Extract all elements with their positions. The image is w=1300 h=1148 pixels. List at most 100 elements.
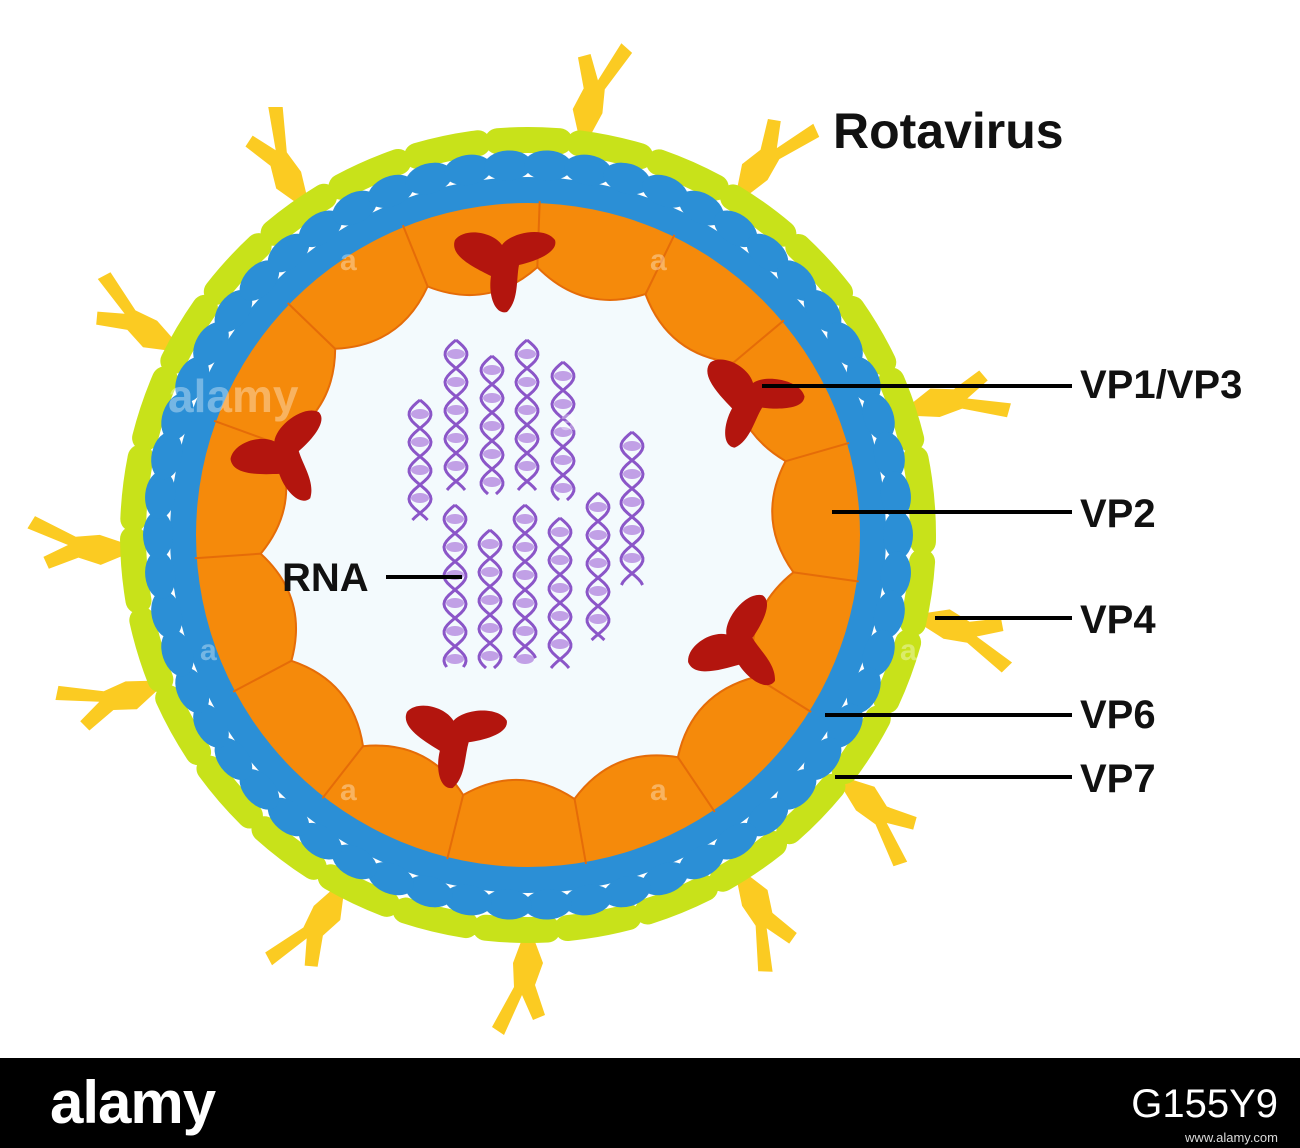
vp2-segment-edge — [787, 570, 859, 583]
vp6-subunit — [161, 393, 194, 441]
rna-helix — [547, 516, 573, 669]
label-vp7: VP7 — [1080, 757, 1156, 801]
vp6-subunit — [880, 471, 911, 519]
vp6-subunit — [642, 862, 688, 896]
vp6-subunit — [564, 884, 612, 916]
vp6-subunit — [484, 150, 532, 181]
vp6-subunit — [746, 797, 789, 837]
vp6-subunit — [193, 322, 229, 367]
vp6-subunit — [873, 431, 905, 480]
vp6-subunit — [846, 356, 881, 403]
vp6-subunit — [642, 174, 688, 208]
label-rna: RNA — [282, 556, 369, 600]
vp6-subunit — [267, 797, 310, 837]
vp6-subunit — [524, 150, 572, 181]
rna-helix — [407, 398, 433, 522]
rna-helix — [443, 338, 469, 491]
vp6-subunit — [143, 511, 173, 559]
vp6-subunit — [603, 162, 651, 195]
vp6-subunit — [405, 162, 453, 195]
vp6-subunit — [746, 233, 789, 273]
vp2-segment-edge — [572, 792, 587, 865]
vp6-subunit — [678, 190, 724, 226]
vp6-subunit — [214, 737, 253, 781]
vp6-subunit — [175, 356, 210, 403]
vp6-subunit — [803, 289, 842, 333]
vp6-subunit — [776, 769, 817, 810]
label-vp6: VP6 — [1080, 693, 1156, 737]
vp2-segment-edge — [321, 740, 368, 799]
vp6-subunit — [827, 322, 863, 367]
vp6-subunit — [151, 431, 183, 480]
vp6-subunit — [405, 875, 453, 908]
vp2-segment-edge — [673, 751, 716, 813]
vp6-subunit — [175, 667, 210, 714]
virus-illustration: Rotavirus RNA VP1/VP3 VP2 VP4 VP6 VP7 al… — [27, 37, 1242, 1035]
footer-bar: alamy G155Y9 www.alamy.com — [0, 1058, 1300, 1148]
vp6-subunit — [678, 844, 724, 880]
vp6-subunit — [880, 551, 911, 599]
vp6-subunit — [161, 629, 194, 677]
vp6-subunit — [862, 629, 895, 677]
vp2-segment-edge — [779, 441, 850, 464]
vp6-subunit — [145, 471, 176, 519]
vp6-subunit — [862, 393, 895, 441]
vp6-subunit — [846, 667, 881, 714]
vp6-subunit — [145, 551, 176, 599]
vp6-subunit — [883, 511, 913, 559]
rna-helix — [619, 430, 645, 586]
vp6-subunit — [603, 875, 651, 908]
label-vp2: VP2 — [1080, 492, 1156, 536]
vp2-segment-edge — [232, 657, 298, 693]
rotavirus-diagram: Rotavirus RNA VP1/VP3 VP2 VP4 VP6 VP7 al… — [27, 37, 1243, 1035]
vp2-segment-edge — [287, 302, 341, 354]
watermark-mark: a — [340, 244, 357, 277]
watermark-mark: a — [650, 774, 667, 807]
vp6-subunit — [444, 154, 492, 186]
footer-brand-logo: alamy — [50, 1069, 216, 1136]
vp6-subunit — [444, 884, 492, 916]
vp6-subunit — [214, 289, 253, 333]
rna-helix — [479, 354, 505, 496]
vp6-subunit — [298, 210, 342, 248]
rna-helix — [514, 338, 540, 491]
vp2-segment-edge — [194, 552, 267, 560]
vp6-subunit — [803, 737, 842, 781]
vp6-subunit — [368, 174, 414, 208]
vp6-subunit — [239, 769, 280, 810]
rna-helix — [585, 491, 611, 642]
vp7-layer — [120, 127, 936, 943]
watermark-mark: a — [200, 634, 217, 667]
vp6-subunit — [776, 260, 817, 301]
vp6-subunit — [564, 154, 612, 186]
rna-helix — [550, 360, 576, 502]
vp6-subunit — [524, 889, 572, 920]
vp6-subunit — [151, 590, 183, 639]
vp2-segment-edge — [728, 319, 785, 368]
vp2-segment-edge — [446, 788, 466, 860]
vp6-subunit — [332, 844, 378, 880]
watermark-marks: a a a a a a a — [200, 244, 917, 807]
vp6-subunit — [193, 703, 229, 748]
vp6-subunit — [714, 822, 758, 860]
footer-image-code: G155Y9 — [1131, 1082, 1278, 1126]
vp6-subunit — [484, 889, 532, 920]
vp2-segment-edge — [401, 224, 431, 293]
rna-helix — [477, 528, 503, 670]
watermark-mark: a — [650, 244, 667, 277]
footer-url: www.alamy.com — [1185, 1130, 1278, 1145]
watermark-mark: a — [560, 404, 577, 437]
vp6-subunit — [332, 190, 378, 226]
diagram-title: Rotavirus — [833, 103, 1064, 159]
vp7-ring — [120, 127, 936, 943]
vp6-subunit — [714, 210, 758, 248]
watermark-mark: a — [340, 774, 357, 807]
label-vp4: VP4 — [1080, 598, 1156, 642]
callout-lines — [386, 384, 1072, 779]
watermark-mark: a — [900, 634, 917, 667]
vp6-subunit — [239, 260, 280, 301]
watermark-logo: alamy — [168, 370, 299, 422]
rna-strands — [407, 338, 645, 670]
rna-helix — [512, 503, 538, 664]
vp6-subunit — [368, 862, 414, 896]
